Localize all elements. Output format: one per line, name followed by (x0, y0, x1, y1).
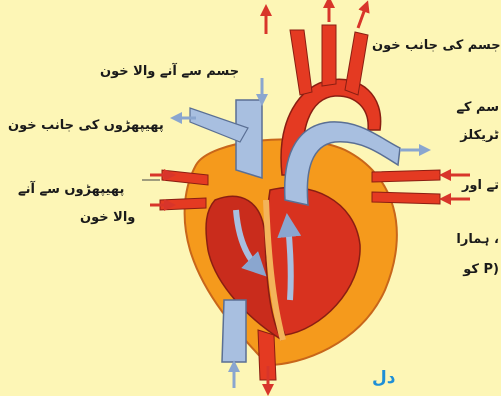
label-blood-from-body: جسم سے آنے والا خون (100, 64, 239, 80)
arrow-up-3 (358, 6, 366, 28)
text-fragment-5: (P کو (463, 262, 499, 277)
label-blood-to-lungs: پھیپھڑوں کی جانب خون (8, 118, 164, 134)
label-blood-from-lungs-line2: والا خون (80, 210, 135, 226)
text-fragment-3: تے اور (462, 178, 499, 193)
aorta-branch-2 (322, 25, 336, 86)
label-blood-to-body: جسم کی جانب خون (372, 38, 501, 54)
aorta-branch-3 (345, 32, 368, 95)
pulmonary-vein-right-1 (372, 170, 440, 182)
flow-arrow-up (288, 225, 291, 300)
pulmonary-vein-right-2 (372, 192, 440, 204)
caption-heart: دل (372, 368, 395, 388)
inferior-vena-cava (222, 300, 246, 362)
label-blood-from-lungs-line1: پھیپھڑوں سے آنے (18, 182, 124, 198)
aorta-branch-1 (290, 30, 312, 95)
text-fragment-2: ٹریکلز (460, 128, 499, 143)
text-fragment-4: ، ہمارا (456, 232, 499, 247)
text-fragment-1: سم کے (456, 100, 499, 115)
